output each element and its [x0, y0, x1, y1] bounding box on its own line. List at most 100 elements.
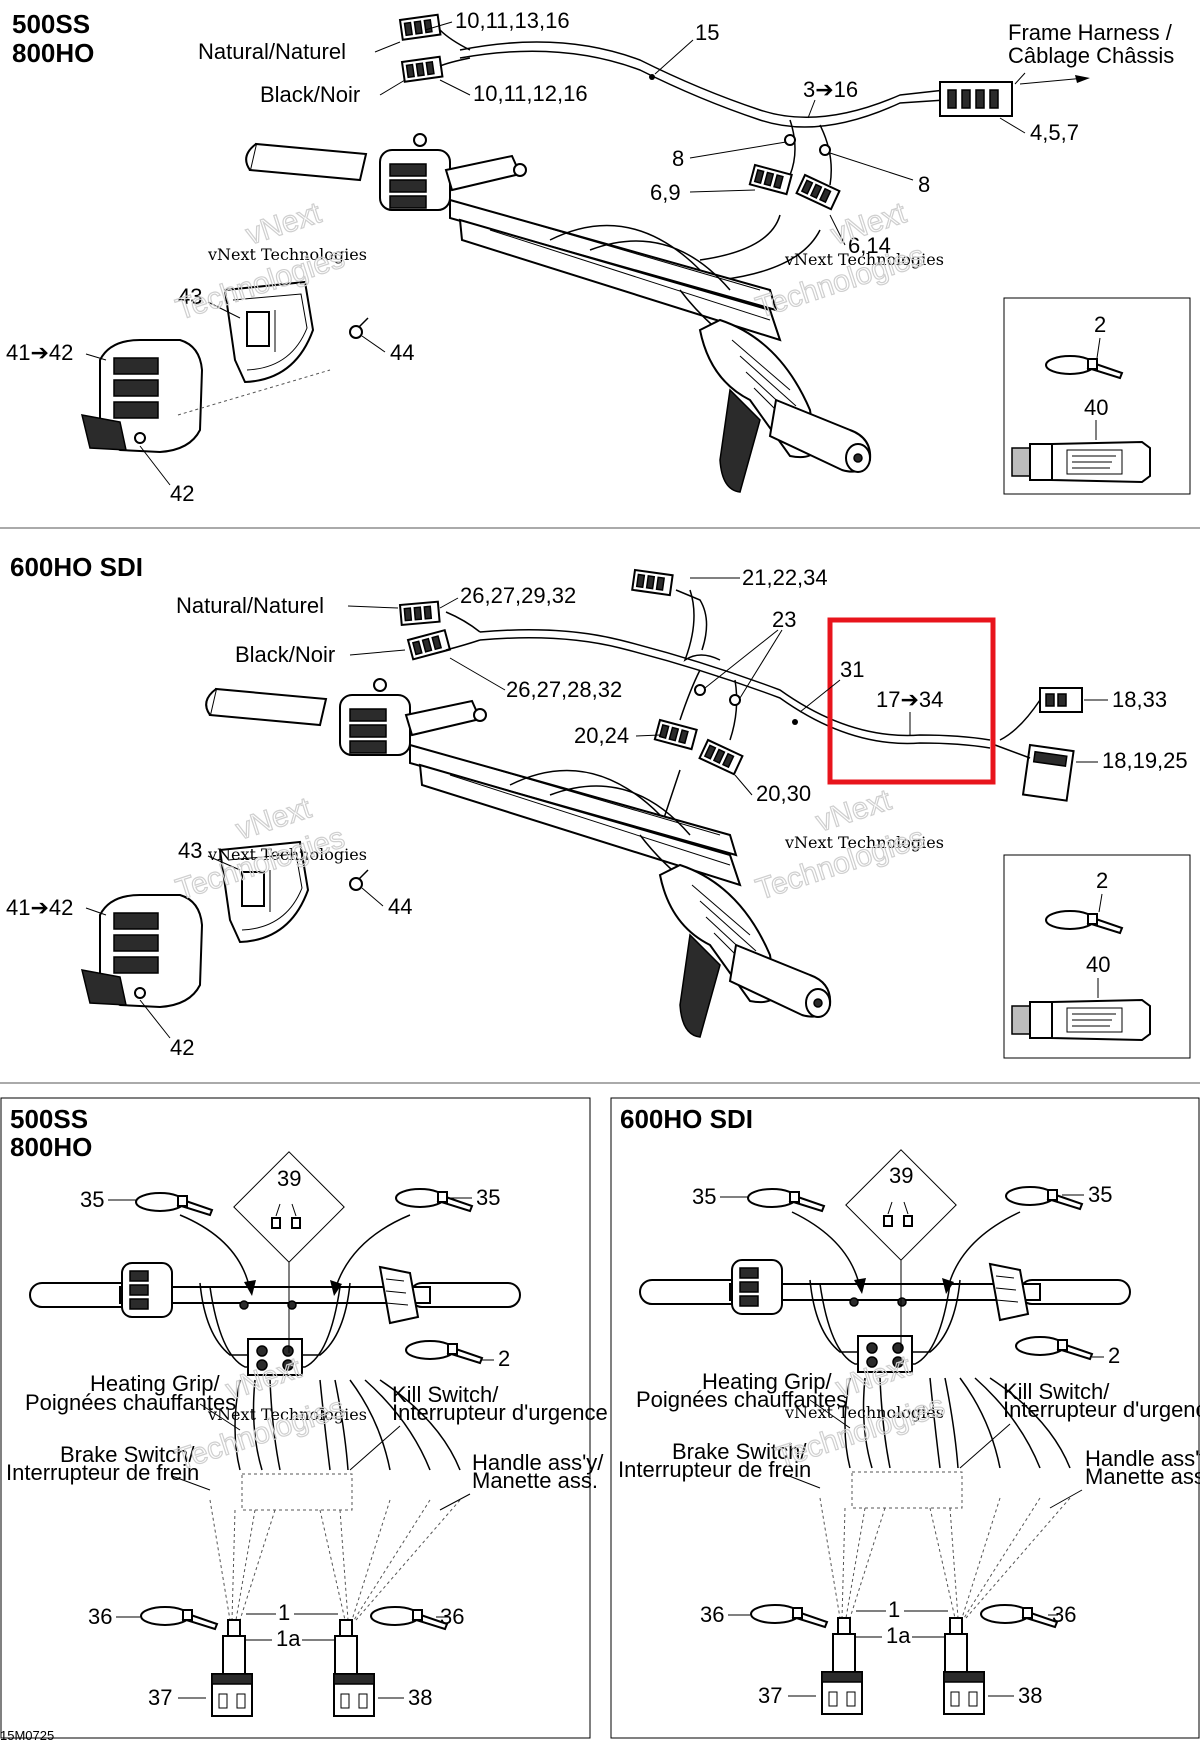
s4-label-35a: 35 — [692, 1184, 716, 1209]
s4-label-brake-2: Interrupteur de frein — [618, 1457, 811, 1482]
label-41-42: 41➔42 — [6, 340, 73, 365]
cable-tie-icon — [1045, 355, 1123, 379]
s3-label-kill-2: Interrupteur d'urgence — [392, 1400, 608, 1425]
watermark-1b: vNext Technologies — [784, 250, 944, 269]
s3-label-brake-2: Interrupteur de frein — [6, 1460, 199, 1485]
label-43: 43 — [178, 284, 202, 309]
label-10-11-12-16: 10,11,12,16 — [473, 81, 588, 106]
s4-label-39: 39 — [889, 1163, 913, 1188]
inset2-label-40: 40 — [1086, 952, 1110, 977]
s3-label-heating-2: Poignées chauffantes — [25, 1390, 236, 1415]
label-42-2: 42 — [170, 1035, 194, 1060]
s4-label-1a: 1a — [886, 1623, 911, 1648]
section-500ss-800ho-top: 500SS 800HO 10,11,13,16 Natural/Na — [6, 8, 1191, 506]
s4-label-36a: 36 — [700, 1602, 724, 1627]
s3-label-37: 37 — [148, 1685, 172, 1710]
watermark-1a: vNext Technologies — [207, 245, 367, 264]
s3-label-35b: 35 — [476, 1185, 500, 1210]
label-8a: 8 — [672, 146, 684, 171]
s3-label-brake-1: Brake Switch/ — [60, 1442, 195, 1467]
section-600ho-sdi-bottom: 600HO SDI 39 35 35 2 — [610, 1097, 1200, 1739]
s4-label-2: 2 — [1108, 1343, 1120, 1368]
watermark-4: vNext Technologies — [784, 1403, 944, 1422]
label-44: 44 — [390, 340, 414, 365]
s3-label-38: 38 — [408, 1685, 432, 1710]
label-natural: Natural/Naturel — [198, 39, 346, 64]
label-10-11-13-16: 10,11,13,16 — [455, 8, 570, 33]
label-21-22-34: 21,22,34 — [742, 565, 828, 590]
watermark-ghost-1: vNext — [242, 196, 326, 251]
inset1-label-2: 2 — [1094, 312, 1106, 337]
s4-label-heating-1: Heating Grip/ — [702, 1369, 833, 1394]
sleeve-left — [222, 1619, 246, 1679]
s4-label-kill-1: Kill Switch/ — [1003, 1379, 1110, 1404]
grease-tube-icon — [1011, 441, 1151, 483]
label-20-24: 20,24 — [574, 723, 629, 748]
s3-label-39: 39 — [277, 1166, 301, 1191]
label-15: 15 — [695, 20, 719, 45]
section3-title-1: 500SS — [10, 1104, 88, 1134]
watermark-2a: vNext Technologies — [207, 845, 367, 864]
inset-box-1 — [1003, 297, 1191, 495]
label-31: 31 — [840, 657, 864, 682]
section3-title-2: 800HO — [10, 1132, 92, 1162]
handle-housing-2 — [81, 894, 203, 1008]
handle-housing-1 — [81, 339, 203, 453]
s3-label-35a: 35 — [80, 1187, 104, 1212]
s4-label-heating-2: Poignées chauffantes — [636, 1387, 847, 1412]
label-20-30: 20,30 — [756, 781, 811, 806]
highlight-box — [827, 617, 996, 785]
s4-label-38: 38 — [1018, 1683, 1042, 1708]
label-26-27-29-32: 26,27,29,32 — [460, 583, 576, 608]
s3-label-handle-1: Handle ass'y/ — [472, 1450, 604, 1475]
label-43-2: 43 — [178, 838, 202, 863]
label-8b: 8 — [918, 172, 930, 197]
terminal-block-37 — [211, 1673, 253, 1717]
label-black-2: Black/Noir — [235, 642, 335, 667]
s4-label-handle-2: Manette ass. — [1085, 1464, 1200, 1489]
inset-box-2 — [1003, 854, 1191, 1059]
label-18-19-25: 18,19,25 — [1102, 748, 1188, 773]
main-harness — [459, 41, 946, 118]
section2-title: 600HO SDI — [10, 552, 143, 582]
label-26-27-28-32: 26,27,28,32 — [506, 677, 622, 702]
s3-label-kill-1: Kill Switch/ — [392, 1382, 499, 1407]
section-500ss-800ho-bottom: 500SS 800HO 39 35 35 2 — [0, 1097, 608, 1739]
label-black: Black/Noir — [260, 82, 360, 107]
label-frame-harness-2: Câblage Châssis — [1008, 43, 1174, 68]
s3-label-heating-1: Heating Grip/ — [90, 1371, 221, 1396]
s3-label-2: 2 — [498, 1346, 510, 1371]
s4-label-1: 1 — [888, 1597, 900, 1622]
label-23: 23 — [772, 607, 796, 632]
s3-label-1: 1 — [278, 1600, 290, 1625]
label-17-34: 17➔34 — [876, 687, 943, 712]
sleeve-right — [334, 1619, 358, 1679]
s3-label-handle-2: Manette ass. — [472, 1468, 598, 1493]
label-18-33: 18,33 — [1112, 687, 1167, 712]
label-4-5-7: 4,5,7 — [1030, 120, 1079, 145]
label-6-14: 6,14 — [848, 233, 891, 258]
watermark-2b: vNext Technologies — [784, 833, 944, 852]
section-600ho-sdi-top: 600HO SDI 21,22,34 Natural/Naturel 26,2 — [6, 552, 1191, 1060]
watermark-3: vNext Technologies — [207, 1405, 367, 1424]
label-frame-harness-1: Frame Harness / — [1008, 20, 1173, 45]
label-natural-2: Natural/Naturel — [176, 593, 324, 618]
panel-500ss-800ho — [0, 1097, 591, 1739]
s3-label-36a: 36 — [88, 1604, 112, 1629]
label-42: 42 — [170, 481, 194, 506]
inset1-label-40: 40 — [1084, 395, 1108, 420]
label-3-16: 3➔16 — [803, 77, 858, 102]
watermark-ghost-7: vNext — [812, 783, 896, 838]
s4-label-35b: 35 — [1088, 1182, 1112, 1207]
panel-600ho-sdi — [610, 1097, 1200, 1739]
inset2-label-2: 2 — [1096, 868, 1108, 893]
s4-label-kill-2: Interrupteur d'urgence — [1003, 1397, 1200, 1422]
terminal-block-38 — [333, 1673, 375, 1717]
section4-title: 600HO SDI — [620, 1104, 753, 1134]
label-41-42-2: 41➔42 — [6, 895, 73, 920]
diagram-code: 15M0725 — [0, 1728, 54, 1742]
main-harness-2 — [479, 629, 991, 741]
label-44-2: 44 — [388, 894, 412, 919]
frame-harness-connector — [939, 81, 1013, 117]
